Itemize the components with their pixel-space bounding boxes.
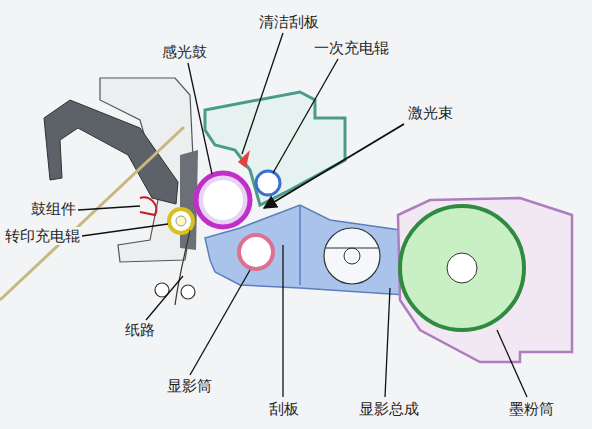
- photosensitive-drum: [196, 173, 250, 227]
- toner-housing: [398, 198, 572, 362]
- drum-bracket: [140, 197, 156, 215]
- toner-cylinder: [400, 206, 524, 330]
- leader-lines: [78, 33, 527, 397]
- cleaning-blade: [238, 150, 250, 168]
- agitator: [324, 228, 380, 284]
- paper-roller: [181, 285, 195, 299]
- part-label: 显影总成: [358, 400, 420, 418]
- part-label: 转印充电辊: [4, 227, 81, 245]
- developer-roller: [239, 235, 273, 269]
- paper-path-line: [175, 230, 190, 305]
- part-label: 显影筒: [166, 377, 213, 395]
- part-label: 鼓组件: [30, 200, 77, 218]
- part-label: 纸路: [124, 321, 156, 339]
- part-label: 激光束: [407, 104, 454, 122]
- pointer-line: [0, 127, 184, 300]
- part-label: 清洁刮板: [258, 13, 320, 31]
- part-label: 墨粉筒: [508, 400, 555, 418]
- part-label: 一次充电辊: [313, 39, 390, 57]
- part-label: 感光鼓: [161, 43, 208, 61]
- transfer-roller: [169, 209, 193, 233]
- charge-roller: [256, 171, 280, 195]
- part-label: 刮板: [268, 400, 300, 418]
